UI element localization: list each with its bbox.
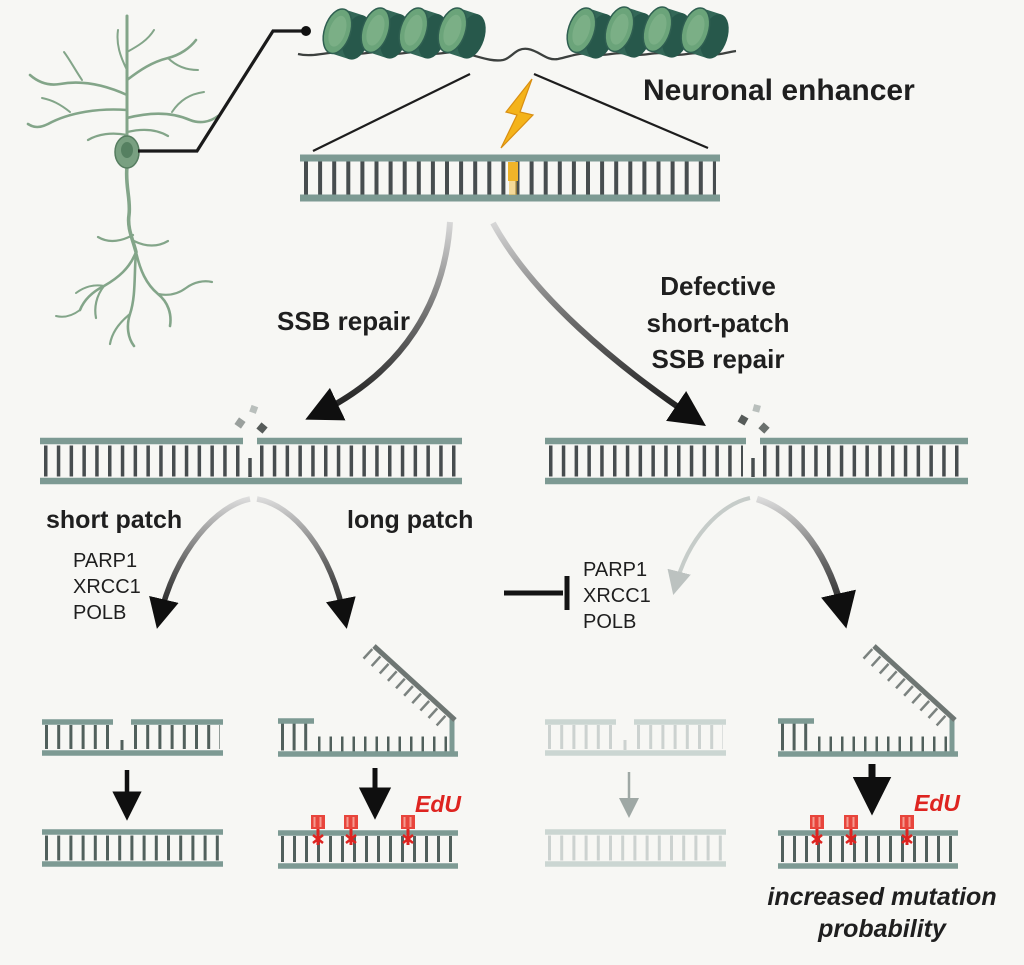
edu-label-left: EdU <box>415 791 462 817</box>
flap-dna-icon <box>862 644 957 732</box>
defective-repair-label: Defective short-patch SSB repair <box>647 271 790 374</box>
damage-site-glow <box>509 181 517 195</box>
zoom-lines <box>312 72 709 152</box>
broken-dna-left <box>40 404 462 485</box>
arch-arrow-left <box>149 496 356 629</box>
short-patch-label: short patch <box>46 506 182 534</box>
protein-polb: POLB <box>73 602 126 624</box>
connector-dot <box>301 26 311 36</box>
faded-repaired-dna <box>545 829 726 867</box>
ssb-repair-label: SSB repair <box>277 306 410 336</box>
arch-arrow-right-faint <box>667 496 751 595</box>
long-patch-label: long patch <box>347 506 473 534</box>
arch-arrow-right-dark <box>755 495 856 629</box>
arrow-defective-repair <box>490 221 706 427</box>
protein-list-left: PARP1 XRCC1 POLB <box>73 550 141 624</box>
edu-label-right: EdU <box>914 790 961 816</box>
defective-line2: short-patch <box>647 308 790 338</box>
protein-xrcc1: XRCC1 <box>583 585 651 607</box>
protein-parp1: PARP1 <box>583 559 647 581</box>
edu-dna-left <box>278 813 458 869</box>
flap-dna-icon <box>362 644 457 732</box>
inhibitor-tbar-icon <box>504 576 570 610</box>
arrow-ssb-repair <box>305 221 453 421</box>
protein-xrcc1: XRCC1 <box>73 576 141 598</box>
faded-nicked-dna <box>545 719 726 756</box>
defective-line1: Defective <box>660 271 776 301</box>
gapped-dna-left <box>278 644 458 757</box>
protein-list-right: PARP1 XRCC1 POLB <box>583 559 651 633</box>
repaired-dna-left <box>42 829 223 867</box>
damage-site <box>508 162 518 181</box>
neuron-icon <box>26 14 220 348</box>
connector-line <box>138 26 311 153</box>
enhancer-dna <box>300 154 720 202</box>
outcome-line2: probability <box>817 915 947 943</box>
debris-icon <box>737 404 770 434</box>
protein-polb: POLB <box>583 611 636 633</box>
outcome-line1: increased mutation <box>767 883 996 911</box>
nicked-dna-left <box>42 719 223 756</box>
broken-dna-right <box>545 404 968 485</box>
enhancer-label: Neuronal enhancer <box>643 74 915 107</box>
gapped-dna-right <box>778 644 958 757</box>
lightning-bolt-icon <box>500 78 535 149</box>
protein-parp1: PARP1 <box>73 550 137 572</box>
debris-icon <box>234 404 268 434</box>
outcome-label: increased mutation probability <box>767 883 996 943</box>
defective-line3: SSB repair <box>652 344 785 374</box>
edu-dna-right <box>778 813 958 869</box>
